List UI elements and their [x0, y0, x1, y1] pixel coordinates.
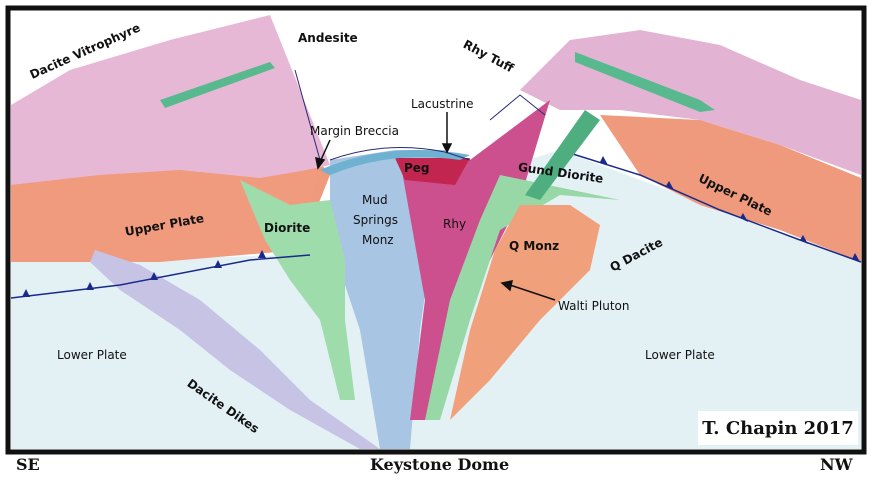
label-rhy: Rhy	[443, 218, 466, 230]
label-margin-breccia: Margin Breccia	[310, 125, 399, 137]
label-walti-pluton: Walti Pluton	[558, 300, 629, 312]
label-lower-plate-right: Lower Plate	[645, 349, 715, 361]
label-lacustrine: Lacustrine	[411, 98, 473, 110]
label-diorite: Diorite	[264, 222, 310, 234]
label-lower-plate-left: Lower Plate	[57, 349, 127, 361]
label-peg: Peg	[404, 162, 430, 174]
caption-right: NW	[820, 457, 853, 473]
author-credit: T. Chapin 2017	[698, 411, 858, 445]
label-monz: Monz	[362, 234, 394, 246]
caption-center: Keystone Dome	[370, 457, 509, 473]
label-q-monz: Q Monz	[509, 240, 559, 252]
label-andesite: Andesite	[298, 32, 358, 44]
caption-left: SE	[16, 457, 40, 473]
label-springs: Springs	[353, 214, 398, 226]
label-mud: Mud	[362, 194, 388, 206]
